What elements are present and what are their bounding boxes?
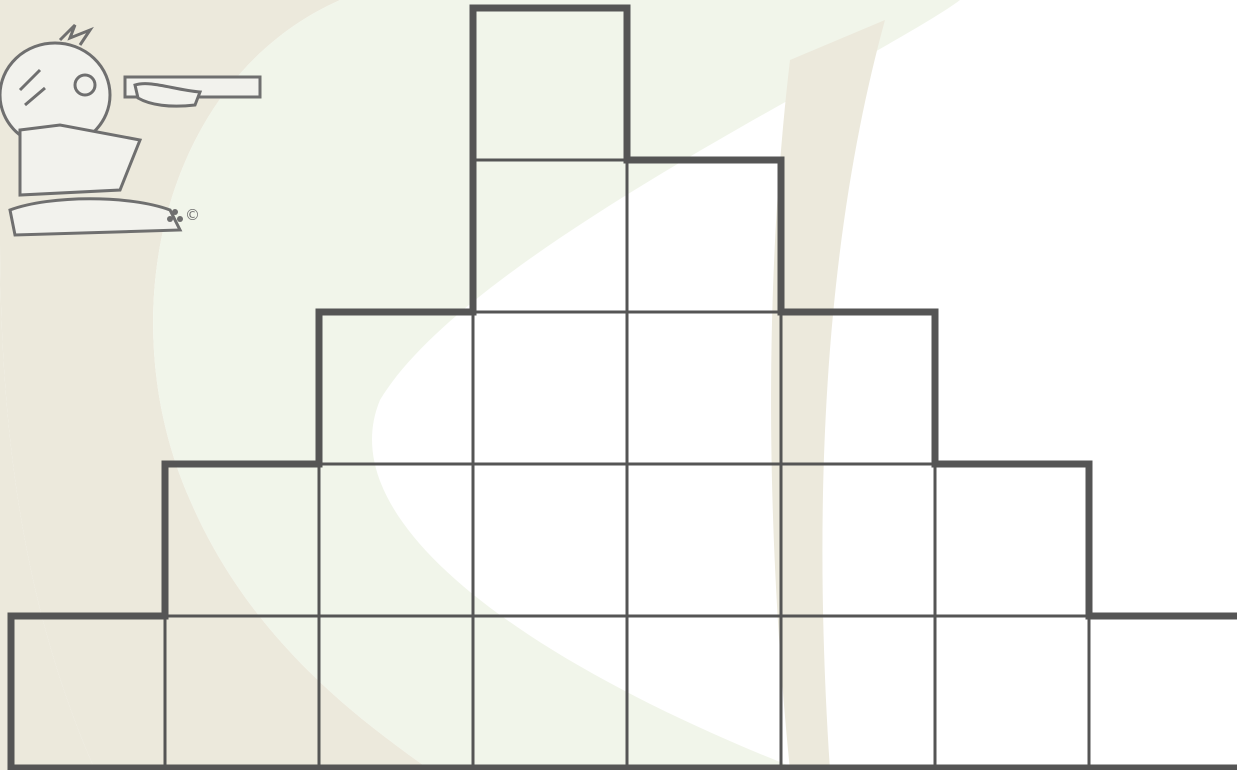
- grid-cell-r1-c4[interactable]: [473, 8, 627, 160]
- grid-cell-r5-c3[interactable]: [319, 616, 473, 768]
- grid-cell-r5-c6[interactable]: [781, 616, 935, 768]
- grid-cell-r5-c8[interactable]: [1089, 616, 1237, 768]
- grid-cell-r5-c4[interactable]: [473, 616, 627, 768]
- grid-cell-r4-c5[interactable]: [627, 464, 781, 616]
- grid-cell-r3-c5[interactable]: [627, 312, 781, 464]
- grid-cell-r4-c6[interactable]: [781, 464, 935, 616]
- grid-cell-r3-c6[interactable]: [781, 312, 935, 464]
- grid-cell-r2-c5[interactable]: [627, 160, 781, 312]
- grid-cell-r2-c4[interactable]: [473, 160, 627, 312]
- grid-cell-r3-c4[interactable]: [473, 312, 627, 464]
- grid-cell-r4-c7[interactable]: [935, 464, 1089, 616]
- grid-cell-r5-c2[interactable]: [165, 616, 319, 768]
- grid-cell-r3-c3[interactable]: [319, 312, 473, 464]
- grid-cell-r4-c3[interactable]: [319, 464, 473, 616]
- grid-cell-r5-c7[interactable]: [935, 616, 1089, 768]
- grid-cell-r5-c5[interactable]: [627, 616, 781, 768]
- copyright-symbol: ©: [185, 206, 200, 224]
- grid-cell-r4-c2[interactable]: [165, 464, 319, 616]
- grid-cell-r4-c4[interactable]: [473, 464, 627, 616]
- grid-cell-r5-c1[interactable]: [11, 616, 165, 768]
